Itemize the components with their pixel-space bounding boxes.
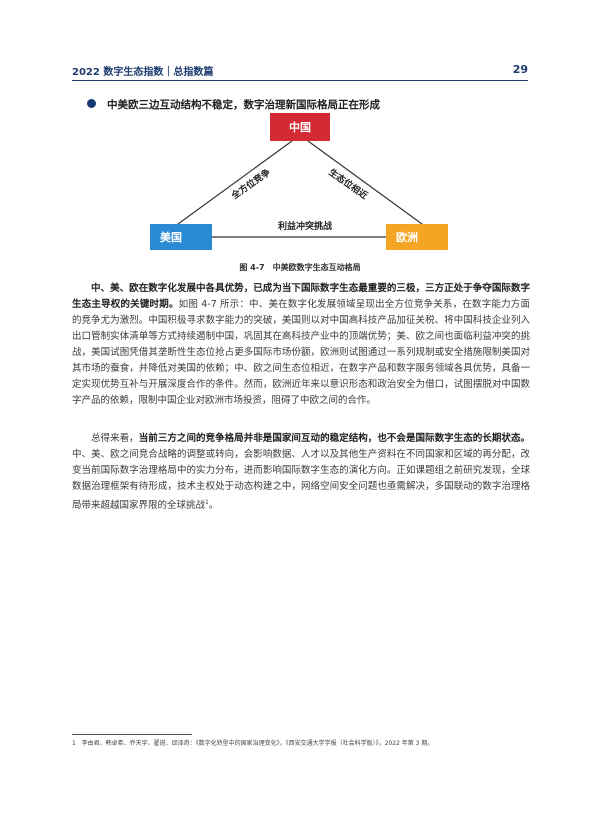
paragraph-2-end: 。 xyxy=(208,500,219,512)
node-china-label: 中国 xyxy=(289,121,311,134)
footnote: 1 李由君、韩卓希、乔天宇、翟崑、邱泽奇：《数字化转型中的国家治理变化》，《西安… xyxy=(72,738,532,747)
node-eu-label: 欧洲 xyxy=(396,231,418,244)
edge-line-china-eu xyxy=(307,140,423,225)
paragraph-1: 中、美、欧在数字化发展中各具优势，已成为当下国际数字生态最重要的三极，三方正处于… xyxy=(72,281,530,409)
footnote-rule xyxy=(72,734,192,735)
paragraph-2: 总得来看，当前三方之间的竞争格局并非是国家间互动的稳定结构，也不会是国际数字生态… xyxy=(72,431,530,514)
triangle-lines xyxy=(177,140,423,238)
header-rule xyxy=(72,80,528,81)
paragraph-1-bold: 中、美、欧在数字化发展中各具优势，已成为当下国际数字生态最重要的三极，三方正处于… xyxy=(72,283,530,310)
triangle-diagram: 中国 美国 欧洲 全方位竞争 生态位相近 利益冲突挑战 xyxy=(140,105,460,275)
paragraph-2-lead: 总得来看， xyxy=(91,433,139,444)
paragraph-2-text: 中、美、欧之间竞合战略的调整或转向，会影响数据、人才以及其他生产资料在不同国家和… xyxy=(72,449,530,512)
node-us-label: 美国 xyxy=(160,231,182,244)
running-header: 2022 数字生态指数｜总指数篇 29 xyxy=(72,61,528,78)
node-china: 中国 xyxy=(270,113,330,141)
footnote-marker: 1 xyxy=(72,740,76,747)
edge-line-china-us xyxy=(177,140,293,225)
node-eu: 欧洲 xyxy=(386,224,448,250)
page-number: 29 xyxy=(512,63,528,76)
paragraph-2-bold: 当前三方之间的竞争格局并非是国家间互动的稳定结构，也不会是国际数字生态的长期状态… xyxy=(138,433,530,444)
edge-label-us-eu: 利益冲突挑战 xyxy=(278,222,333,232)
node-us: 美国 xyxy=(150,224,212,250)
header-title: 2022 数字生态指数｜总指数篇 xyxy=(72,67,214,78)
figure-caption: 图 4-7 中美欧数字生态互动格局 xyxy=(239,263,361,272)
footnote-text: 李由君、韩卓希、乔天宇、翟崑、邱泽奇：《数字化转型中的国家治理变化》，《西安交通… xyxy=(81,740,434,747)
bullet-dot-icon xyxy=(87,99,96,108)
footnote-ref: 1 xyxy=(205,499,209,506)
bullet-heading-text: 中美欧三边互动结构不稳定，数字治理新国际格局正在形成 xyxy=(107,99,380,111)
paragraph-1-text: 如图 4-7 所示：中、美在数字化发展领域呈现出全方位竞争关系，在数字能力方面的… xyxy=(72,299,530,406)
